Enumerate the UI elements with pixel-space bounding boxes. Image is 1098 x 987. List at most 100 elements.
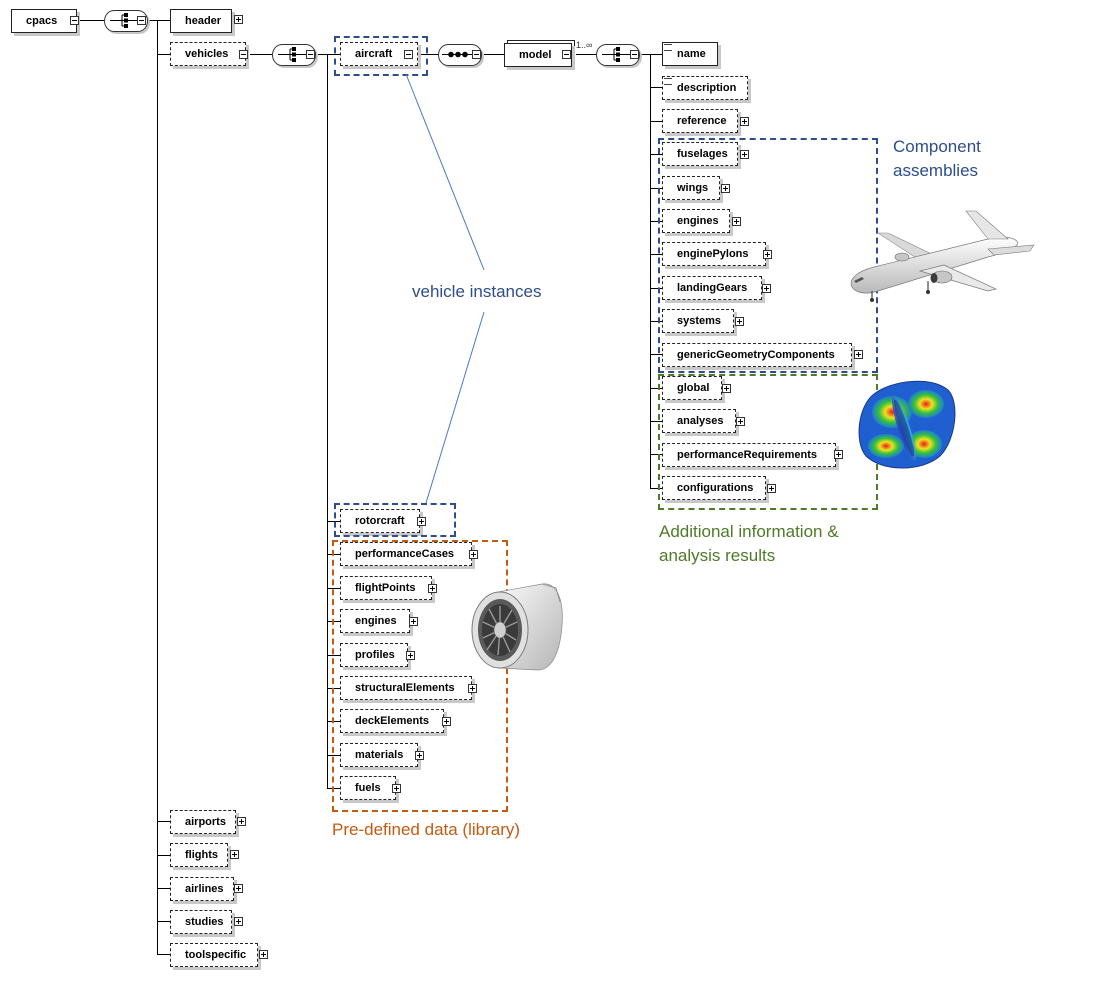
node-airlines[interactable]: airlines <box>170 877 234 901</box>
node-label: configurations <box>677 482 754 494</box>
connector <box>650 421 662 422</box>
expand-icon[interactable] <box>854 350 863 359</box>
node-header[interactable]: header <box>170 9 232 33</box>
expand-icon[interactable] <box>767 484 776 493</box>
collapse-icon[interactable] <box>306 50 315 59</box>
expand-icon[interactable] <box>237 817 246 826</box>
node-airports[interactable]: airports <box>170 810 236 834</box>
node-label: performanceRequirements <box>677 449 817 461</box>
node-model[interactable]: model <box>504 40 575 67</box>
node-label: flights <box>185 849 218 861</box>
expand-icon[interactable] <box>732 217 741 226</box>
annotation-component-assemblies: Component assemblies <box>893 135 981 183</box>
expand-icon[interactable] <box>259 950 268 959</box>
annotation-line: assemblies <box>893 161 979 180</box>
annotation-line: Additional information & <box>659 522 839 541</box>
node-analyses[interactable]: analyses <box>662 409 736 433</box>
annotation-additional: Additional information & analysis result… <box>659 520 839 568</box>
expand-icon[interactable] <box>442 717 451 726</box>
node-toolspecific[interactable]: toolspecific <box>170 943 258 967</box>
node-profiles[interactable]: profiles <box>340 643 408 667</box>
expand-icon[interactable] <box>763 250 772 259</box>
node-label: enginePylons <box>677 248 749 260</box>
node-label: structuralElements <box>355 682 455 694</box>
node-label: global <box>677 382 710 394</box>
expand-icon[interactable] <box>834 450 843 459</box>
highlight-box-component-assemblies <box>658 138 878 373</box>
node-systems[interactable]: systems <box>662 309 734 333</box>
node-flightPoints[interactable]: flightPoints <box>340 576 432 600</box>
sequence-compositor-aircraft[interactable] <box>438 44 482 66</box>
node-label: cpacs <box>26 15 58 27</box>
documentation-icon <box>664 78 672 85</box>
expand-icon[interactable] <box>722 384 731 393</box>
expand-icon[interactable] <box>234 917 243 926</box>
collapse-icon[interactable] <box>630 50 639 59</box>
expand-icon[interactable] <box>234 15 243 24</box>
node-studies[interactable]: studies <box>170 910 232 934</box>
sequence-compositor-cpacs[interactable] <box>104 10 148 32</box>
collapse-icon[interactable] <box>404 50 413 59</box>
node-reference[interactable]: reference <box>662 109 738 133</box>
expand-icon[interactable] <box>392 784 401 793</box>
expand-icon[interactable] <box>428 584 437 593</box>
expand-icon[interactable] <box>234 884 243 893</box>
engine-image <box>471 583 563 671</box>
node-deckElements[interactable]: deckElements <box>340 709 444 733</box>
collapse-icon[interactable] <box>239 50 248 59</box>
connector <box>576 54 596 55</box>
node-engines-model[interactable]: engines <box>662 209 730 233</box>
node-flights[interactable]: flights <box>170 843 228 867</box>
expand-icon[interactable] <box>469 550 478 559</box>
expand-icon[interactable] <box>415 751 424 760</box>
node-genericGeometryComponents[interactable]: genericGeometryComponents <box>662 343 852 367</box>
expand-icon[interactable] <box>721 184 730 193</box>
sequence-compositor-vehicles[interactable] <box>272 44 316 66</box>
node-enginePylons[interactable]: enginePylons <box>662 242 766 266</box>
expand-icon[interactable] <box>406 651 415 660</box>
connector <box>157 921 170 922</box>
node-configurations[interactable]: configurations <box>662 476 766 500</box>
node-fuselages[interactable]: fuselages <box>662 142 738 166</box>
node-label: materials <box>355 749 404 761</box>
collapse-icon[interactable] <box>562 50 571 59</box>
node-performanceCases[interactable]: performanceCases <box>340 542 472 566</box>
expand-icon[interactable] <box>409 617 418 626</box>
collapse-icon[interactable] <box>70 16 79 25</box>
connector <box>650 288 662 289</box>
expand-icon[interactable] <box>468 684 477 693</box>
expand-icon[interactable] <box>740 117 749 126</box>
collapse-icon[interactable] <box>472 50 481 59</box>
node-label: fuselages <box>677 148 728 160</box>
node-performanceRequirements[interactable]: performanceRequirements <box>662 443 836 467</box>
node-landingGears[interactable]: landingGears <box>662 276 762 300</box>
node-vehicles[interactable]: vehicles <box>170 42 246 66</box>
node-wings[interactable]: wings <box>662 176 720 200</box>
node-label: airlines <box>185 883 224 895</box>
collapse-icon[interactable] <box>137 16 146 25</box>
expand-icon[interactable] <box>735 317 744 326</box>
annotation-line: Pre-defined data (library) <box>332 820 521 839</box>
node-structuralElements[interactable]: structuralElements <box>340 676 472 700</box>
expand-icon[interactable] <box>762 284 771 293</box>
node-cpacs[interactable]: cpacs <box>11 9 77 33</box>
node-engines-library[interactable]: engines <box>340 609 410 633</box>
connector <box>157 954 170 955</box>
expand-icon[interactable] <box>736 417 745 426</box>
expand-icon[interactable] <box>417 517 426 526</box>
connector <box>157 821 170 822</box>
aircraft-image <box>850 210 1035 302</box>
sequence-compositor-model[interactable] <box>596 44 640 66</box>
node-name[interactable]: name <box>662 42 718 66</box>
node-global[interactable]: global <box>662 376 722 400</box>
node-label: reference <box>677 115 727 127</box>
annotation-predefined: Pre-defined data (library) <box>332 818 520 842</box>
expand-icon[interactable] <box>230 850 239 859</box>
connector <box>650 121 662 122</box>
node-label: name <box>677 48 706 60</box>
expand-icon[interactable] <box>740 150 749 159</box>
node-fuels[interactable]: fuels <box>340 776 396 800</box>
connector <box>650 154 662 155</box>
node-description[interactable]: description <box>662 76 748 100</box>
